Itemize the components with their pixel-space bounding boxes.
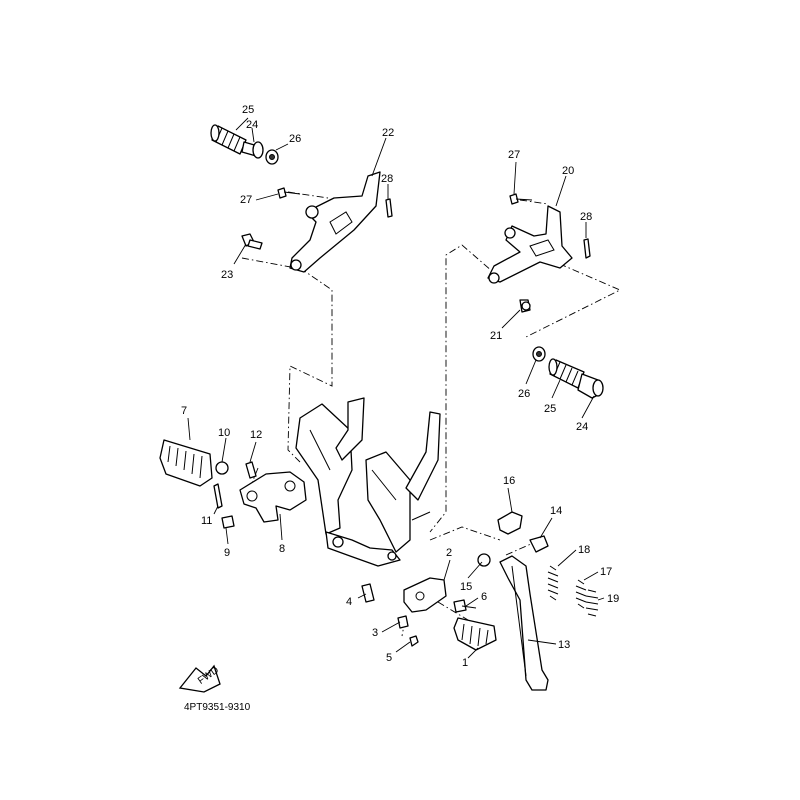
sidestand-assembly bbox=[477, 511, 599, 691]
footrest-bracket-right bbox=[487, 205, 573, 284]
callout-1: 1 bbox=[462, 657, 468, 669]
callout-19: 19 bbox=[607, 593, 619, 605]
callout-13: 13 bbox=[558, 639, 570, 651]
footrest-left-assembly bbox=[159, 439, 307, 529]
callout-10: 10 bbox=[218, 427, 230, 439]
callout-7: 7 bbox=[181, 405, 187, 417]
callout-25: 25 bbox=[242, 104, 254, 116]
forward-arrow-icon: FWD bbox=[178, 664, 221, 693]
footrest-bracket-left bbox=[289, 171, 381, 273]
callout-26: 26 bbox=[289, 133, 301, 145]
callout-22: 22 bbox=[382, 127, 394, 139]
callout-11: 11 bbox=[201, 515, 212, 527]
callout-25-right: 25 bbox=[544, 403, 556, 415]
callout-6: 6 bbox=[481, 591, 487, 603]
callout-28-right: 28 bbox=[580, 211, 592, 223]
leader-lines bbox=[187, 117, 605, 659]
callout-3: 3 bbox=[372, 627, 378, 639]
fasteners bbox=[241, 187, 591, 313]
callout-27: 27 bbox=[240, 194, 252, 206]
callout-27-right: 27 bbox=[508, 149, 520, 161]
footrest-right-assembly bbox=[361, 577, 497, 651]
catalog-code: 4PT9351-9310 bbox=[184, 702, 251, 713]
callout-9: 9 bbox=[224, 547, 230, 559]
footpeg-top-left bbox=[210, 124, 279, 165]
callout-15: 15 bbox=[460, 581, 472, 593]
callout-labels: 25 24 26 22 27 28 23 27 20 28 21 26 25 2… bbox=[181, 104, 619, 669]
assembly-guide-lines bbox=[241, 191, 622, 637]
callout-16: 16 bbox=[503, 475, 515, 487]
callout-20: 20 bbox=[562, 165, 574, 177]
callout-18: 18 bbox=[578, 544, 590, 556]
callout-26-right: 26 bbox=[518, 388, 530, 400]
callout-4: 4 bbox=[346, 596, 352, 608]
callout-14: 14 bbox=[550, 505, 562, 517]
callout-28: 28 bbox=[381, 173, 393, 185]
callout-23: 23 bbox=[221, 269, 233, 281]
callout-8: 8 bbox=[279, 543, 285, 555]
callout-2: 2 bbox=[446, 547, 452, 559]
callout-5: 5 bbox=[386, 652, 392, 664]
callout-21: 21 bbox=[490, 330, 502, 342]
callout-12: 12 bbox=[250, 429, 262, 441]
callout-24-right: 24 bbox=[576, 421, 588, 433]
frame-section bbox=[295, 397, 441, 567]
callout-17: 17 bbox=[600, 566, 612, 578]
footpeg-right bbox=[532, 346, 604, 399]
callout-24: 24 bbox=[246, 119, 258, 131]
